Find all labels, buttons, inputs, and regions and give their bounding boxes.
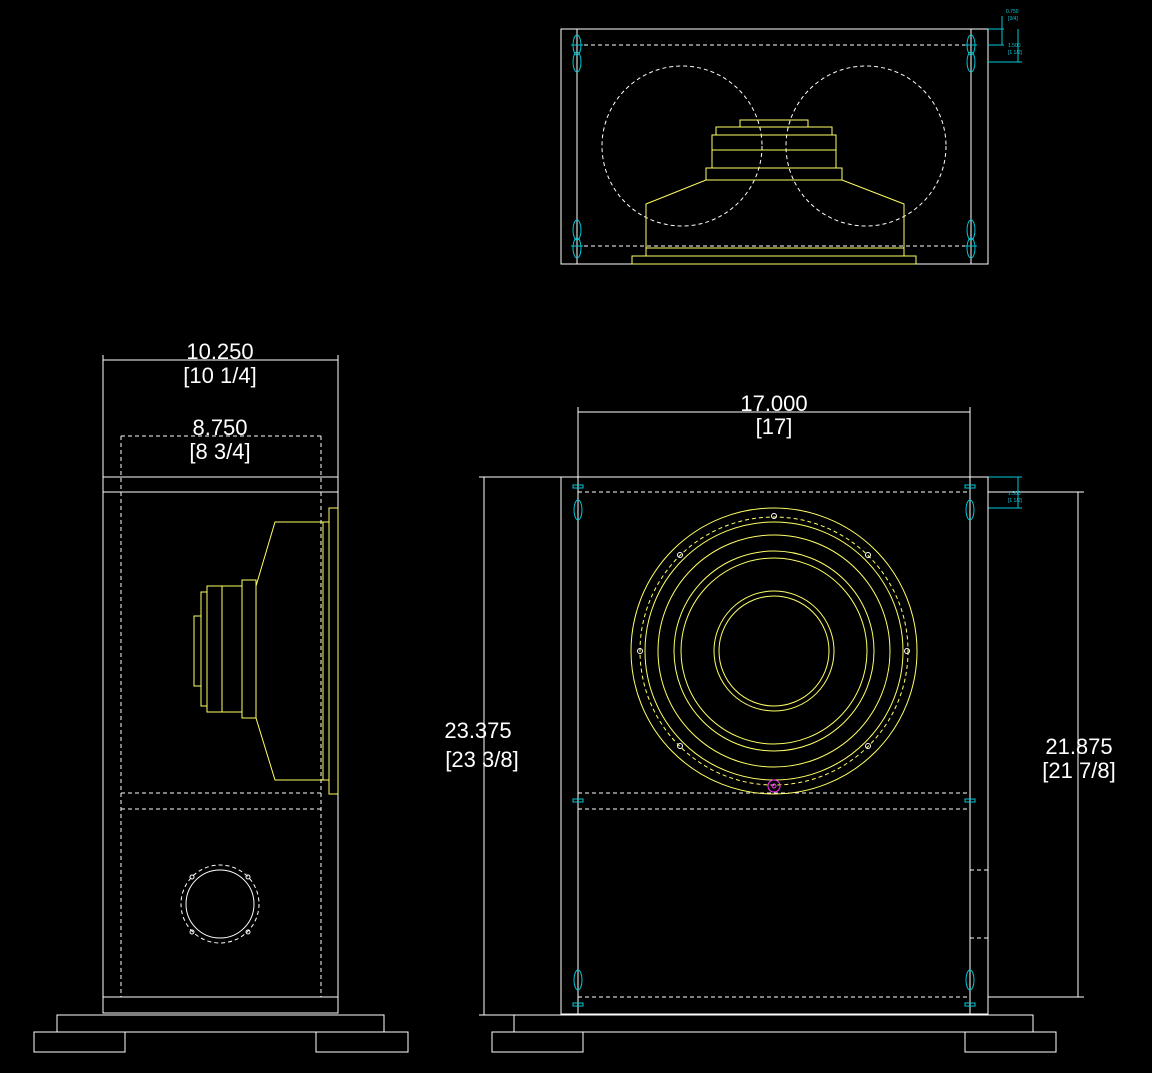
side-view-dimensions: 10.250 [10 1/4] 8.750 [8 3/4]: [102, 339, 339, 492]
front-width-fraction: [17]: [756, 414, 793, 439]
front-view-dimensions: 17.000 [17] 23.375 [23 3/8] 21.875 [21 7…: [444, 391, 1116, 1016]
front-small-decimal: 1.500: [1008, 491, 1021, 497]
top-view-cabinet-outline: [560, 28, 989, 265]
top-view: 0.750 [3/4] 1.500 [1 1/2]: [560, 9, 1023, 265]
front-height-fraction: [23 3/8]: [445, 747, 518, 772]
side-view-port: [180, 864, 260, 944]
side-view-cabinet: [102, 476, 339, 1014]
side-width-decimal: 10.250: [186, 339, 253, 364]
terminal-marker: [767, 779, 781, 793]
top-dim-small-1-fraction: [3/4]: [1008, 16, 1018, 22]
top-view-fasteners: [571, 34, 977, 259]
top-view-small-dimensions: 0.750 [3/4] 1.500 [1 1/2]: [988, 9, 1023, 63]
top-view-driver-profile: [631, 119, 917, 265]
front-inner-height-decimal: 21.875: [1045, 734, 1112, 759]
top-view-driver-circle-right: [785, 65, 947, 227]
front-width-decimal: 17.000: [740, 391, 807, 416]
top-dim-small-2-decimal: 1.500: [1008, 43, 1021, 49]
front-small-fraction: [1 1/2]: [1008, 498, 1023, 504]
front-view-cabinet: [560, 476, 989, 1015]
top-view-driver-circle-left: [601, 65, 763, 227]
side-view-base: [33, 1014, 409, 1053]
front-view-fasteners: [572, 484, 976, 1007]
front-view-driver: [630, 507, 918, 795]
front-height-decimal: 23.375: [444, 718, 511, 743]
top-dim-small-1-decimal: 0.750: [1006, 9, 1019, 15]
side-inner-width-decimal: 8.750: [192, 415, 247, 440]
front-view: 17.000 [17] 23.375 [23 3/8] 21.875 [21 7…: [444, 391, 1116, 1053]
side-width-fraction: [10 1/4]: [183, 363, 256, 388]
top-dim-small-2-fraction: [1 1/2]: [1008, 50, 1023, 56]
side-view-driver-profile: [193, 507, 339, 795]
side-inner-width-fraction: [8 3/4]: [189, 439, 250, 464]
front-view-base: [491, 1014, 1057, 1053]
front-inner-height-fraction: [21 7/8]: [1042, 758, 1115, 783]
side-view: 10.250 [10 1/4] 8.750 [8 3/4]: [33, 339, 409, 1053]
